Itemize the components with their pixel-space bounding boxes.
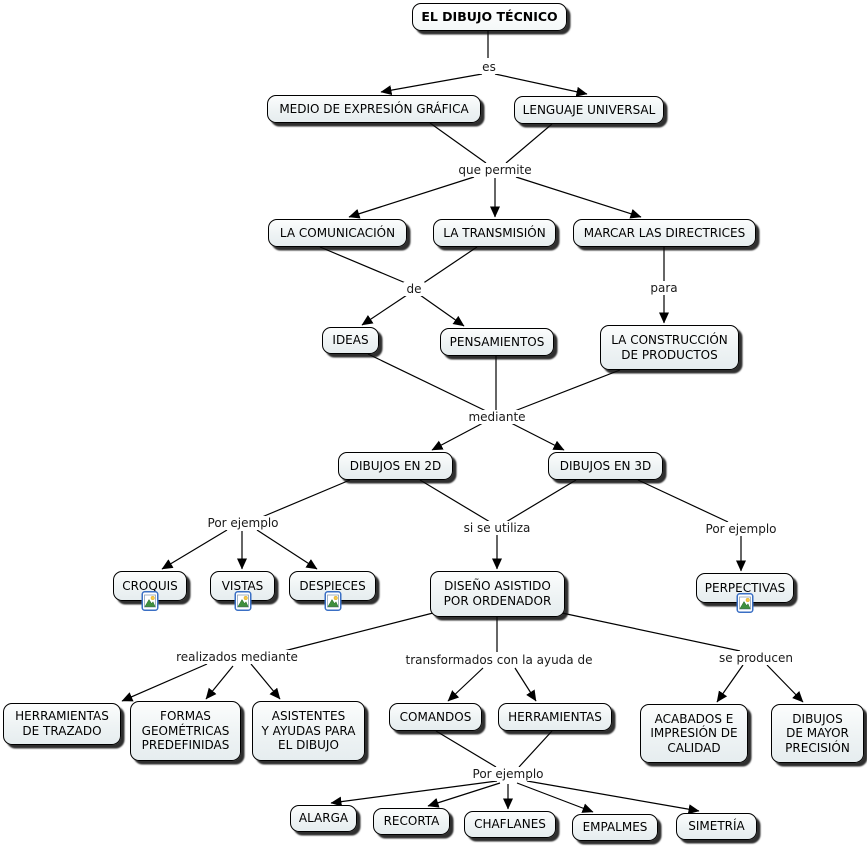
linking-phrase-que-permite[interactable]: que permite (455, 163, 535, 177)
node-label: LENGUAJE UNIVERSAL (522, 102, 656, 117)
node-alarga[interactable]: ALARGA (290, 805, 357, 832)
node-label: HERRAMIENTAS (508, 709, 602, 724)
linking-phrase-realizados-mediante[interactable]: realizados mediante (173, 650, 301, 664)
image-resource-icon[interactable] (324, 591, 341, 611)
linking-phrase-mediante[interactable]: mediante (465, 410, 529, 424)
node-label: PERPECTIVAS (704, 580, 786, 595)
node-marcar-directrices[interactable]: MARCAR LAS DIRECTRICES (573, 219, 756, 247)
node-label: IDEAS (332, 333, 369, 348)
node-diseno-asistido-ordenador[interactable]: DISEÑO ASISTIDO POR ORDENADOR (430, 571, 565, 617)
node-la-comunicacion[interactable]: LA COMUNICACIÓN (268, 219, 407, 247)
image-resource-icon[interactable] (234, 591, 251, 611)
node-dibujos-en-3d[interactable]: DIBUJOS EN 3D (548, 452, 663, 480)
node-label: SIMETRÍA (688, 819, 745, 834)
node-dibujos-en-2d[interactable]: DIBUJOS EN 2D (338, 452, 453, 480)
node-label: ASISTENTES Y AYUDAS PARA EL DIBUJO (261, 709, 356, 753)
node-pensamientos[interactable]: PENSAMIENTOS (440, 328, 554, 356)
plain-connector-lines (261, 31, 741, 768)
node-medio-expresion-grafica[interactable]: MEDIO DE EXPRESIÓN GRÁFICA (267, 95, 481, 123)
image-resource-icon[interactable] (736, 593, 754, 613)
linking-phrase-si-se-utiliza[interactable]: si se utiliza (460, 521, 534, 535)
node-perspectivas[interactable]: PERPECTIVAS (696, 573, 794, 613)
node-label: DIBUJOS DE MAYOR PRECISIÓN (785, 711, 850, 755)
arrow-connector-lines (121, 73, 804, 815)
node-acabados-impresion[interactable]: ACABADOS E IMPRESIÓN DE CALIDAD (640, 704, 748, 763)
node-label: MEDIO DE EXPRESIÓN GRÁFICA (279, 101, 469, 116)
node-label: VISTAS (221, 578, 264, 593)
node-herramientas[interactable]: HERRAMIENTAS (498, 703, 612, 731)
node-ideas[interactable]: IDEAS (322, 327, 379, 354)
node-chaflanes[interactable]: CHAFLANES (464, 811, 556, 838)
node-formas-geometricas[interactable]: FORMAS GEOMÉTRICAS PREDEFINIDAS (130, 701, 241, 761)
node-label: LA TRANSMISIÓN (443, 225, 546, 240)
linking-phrase-por-ejemplo-izquierda[interactable]: Por ejemplo (204, 516, 282, 530)
linking-phrase-se-producen[interactable]: se producen (716, 651, 796, 665)
linking-phrase-transformados[interactable]: transformados con la ayuda de (402, 653, 596, 667)
node-label: DESPIECES (299, 578, 366, 593)
node-recorta[interactable]: RECORTA (373, 808, 450, 835)
linking-phrase-por-ejemplo-derecha[interactable]: Por ejemplo (702, 522, 780, 536)
node-label: HERRAMIENTAS DE TRAZADO (15, 709, 109, 738)
node-label: LA COMUNICACIÓN (279, 225, 396, 240)
node-el-dibujo-tecnico[interactable]: EL DIBUJO TÉCNICO (412, 3, 567, 31)
node-la-transmision[interactable]: LA TRANSMISIÓN (433, 219, 556, 247)
image-resource-icon[interactable] (141, 591, 159, 611)
node-label: DIBUJOS EN 3D (559, 458, 652, 473)
node-label: MARCAR LAS DIRECTRICES (583, 225, 746, 240)
node-label: CROQUIS (122, 578, 178, 593)
node-label: PENSAMIENTOS (449, 334, 545, 349)
node-label: EMPALMES (582, 820, 648, 835)
node-label: DISEÑO ASISTIDO POR ORDENADOR (443, 579, 552, 608)
node-label: LA CONSTRUCCIÓN DE PRODUCTOS (611, 332, 728, 362)
node-label: ACABADOS E IMPRESIÓN DE CALIDAD (650, 711, 738, 755)
node-construccion-productos[interactable]: LA CONSTRUCCIÓN DE PRODUCTOS (600, 325, 739, 370)
node-label: ALARGA (298, 811, 349, 826)
node-lenguaje-universal[interactable]: LENGUAJE UNIVERSAL (514, 96, 664, 124)
node-empalmes[interactable]: EMPALMES (572, 814, 658, 841)
linking-phrase-de[interactable]: de (403, 282, 425, 296)
linking-phrase-por-ejemplo-inferior[interactable]: Por ejemplo (469, 767, 547, 781)
node-label: DIBUJOS EN 2D (349, 458, 442, 473)
node-label: EL DIBUJO TÉCNICO (421, 9, 558, 25)
linking-phrase-es[interactable]: es (479, 60, 499, 74)
linking-phrase-para[interactable]: para (647, 281, 681, 295)
node-dibujos-mayor-precision[interactable]: DIBUJOS DE MAYOR PRECISIÓN (771, 704, 864, 763)
node-herramientas-trazado[interactable]: HERRAMIENTAS DE TRAZADO (3, 703, 121, 745)
node-label: RECORTA (383, 814, 440, 829)
node-label: COMANDOS (399, 709, 472, 724)
node-vistas[interactable]: VISTAS (210, 571, 275, 611)
node-comandos[interactable]: COMANDOS (389, 703, 482, 731)
node-simetria[interactable]: SIMETRÍA (676, 813, 757, 840)
node-label: FORMAS GEOMÉTRICAS PREDEFINIDAS (141, 709, 230, 753)
node-asistentes-ayudas[interactable]: ASISTENTES Y AYUDAS PARA EL DIBUJO (252, 701, 365, 761)
node-despieces[interactable]: DESPIECES (289, 571, 376, 611)
node-label: CHAFLANES (474, 817, 546, 832)
node-croquis[interactable]: CROQUIS (113, 571, 187, 611)
